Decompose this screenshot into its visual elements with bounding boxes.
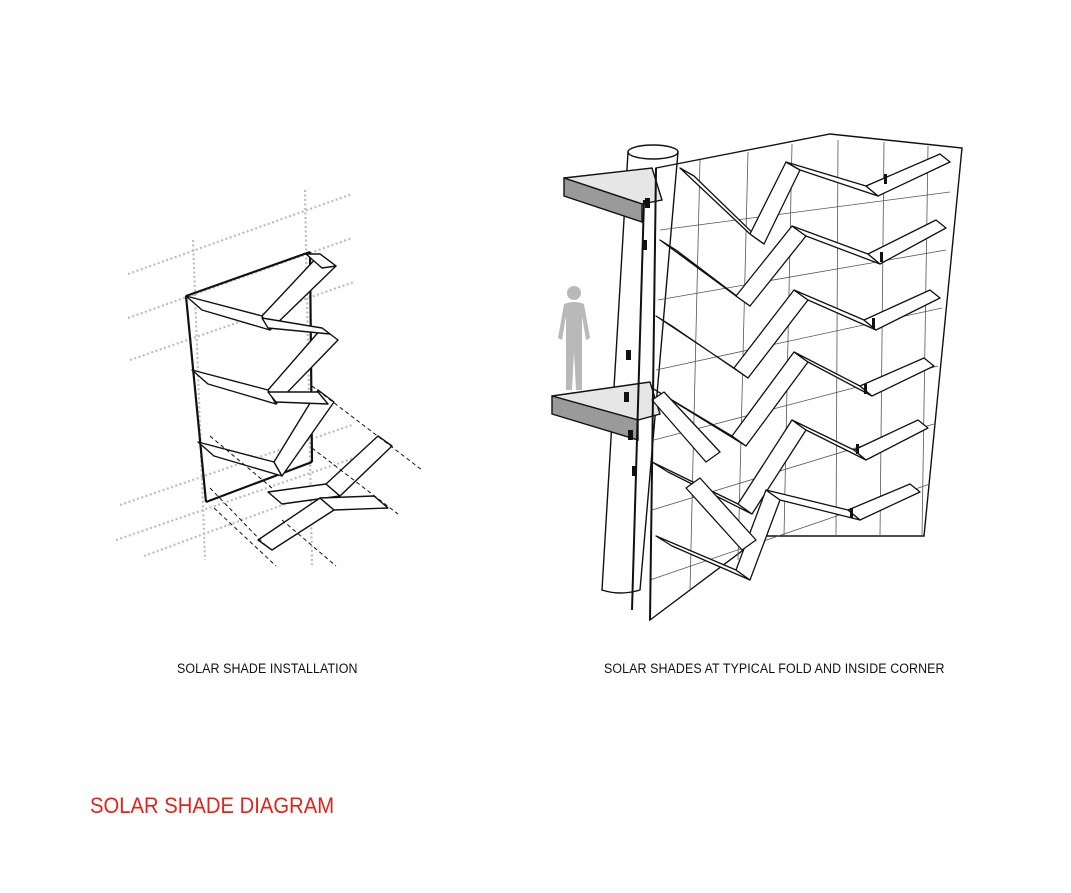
fold-corner-diagram xyxy=(551,133,963,622)
diagram-title: SOLAR SHADE DIAGRAM xyxy=(90,793,335,818)
facade-panel xyxy=(649,133,963,622)
installation-diagram xyxy=(115,189,423,567)
floor-slabs xyxy=(551,167,663,441)
installation-caption: SOLAR SHADE INSTALLATION xyxy=(177,661,358,676)
mounting-brackets xyxy=(624,174,887,518)
person-silhouette xyxy=(558,286,590,390)
facade-grid xyxy=(649,139,951,591)
fold-corner-caption: SOLAR SHADES AT TYPICAL FOLD AND INSIDE … xyxy=(604,661,945,676)
fold-line xyxy=(631,167,657,621)
projection-lines xyxy=(209,385,423,567)
shade-blades xyxy=(185,253,393,551)
building-column xyxy=(601,144,679,594)
facade-shade-blades xyxy=(651,153,951,581)
